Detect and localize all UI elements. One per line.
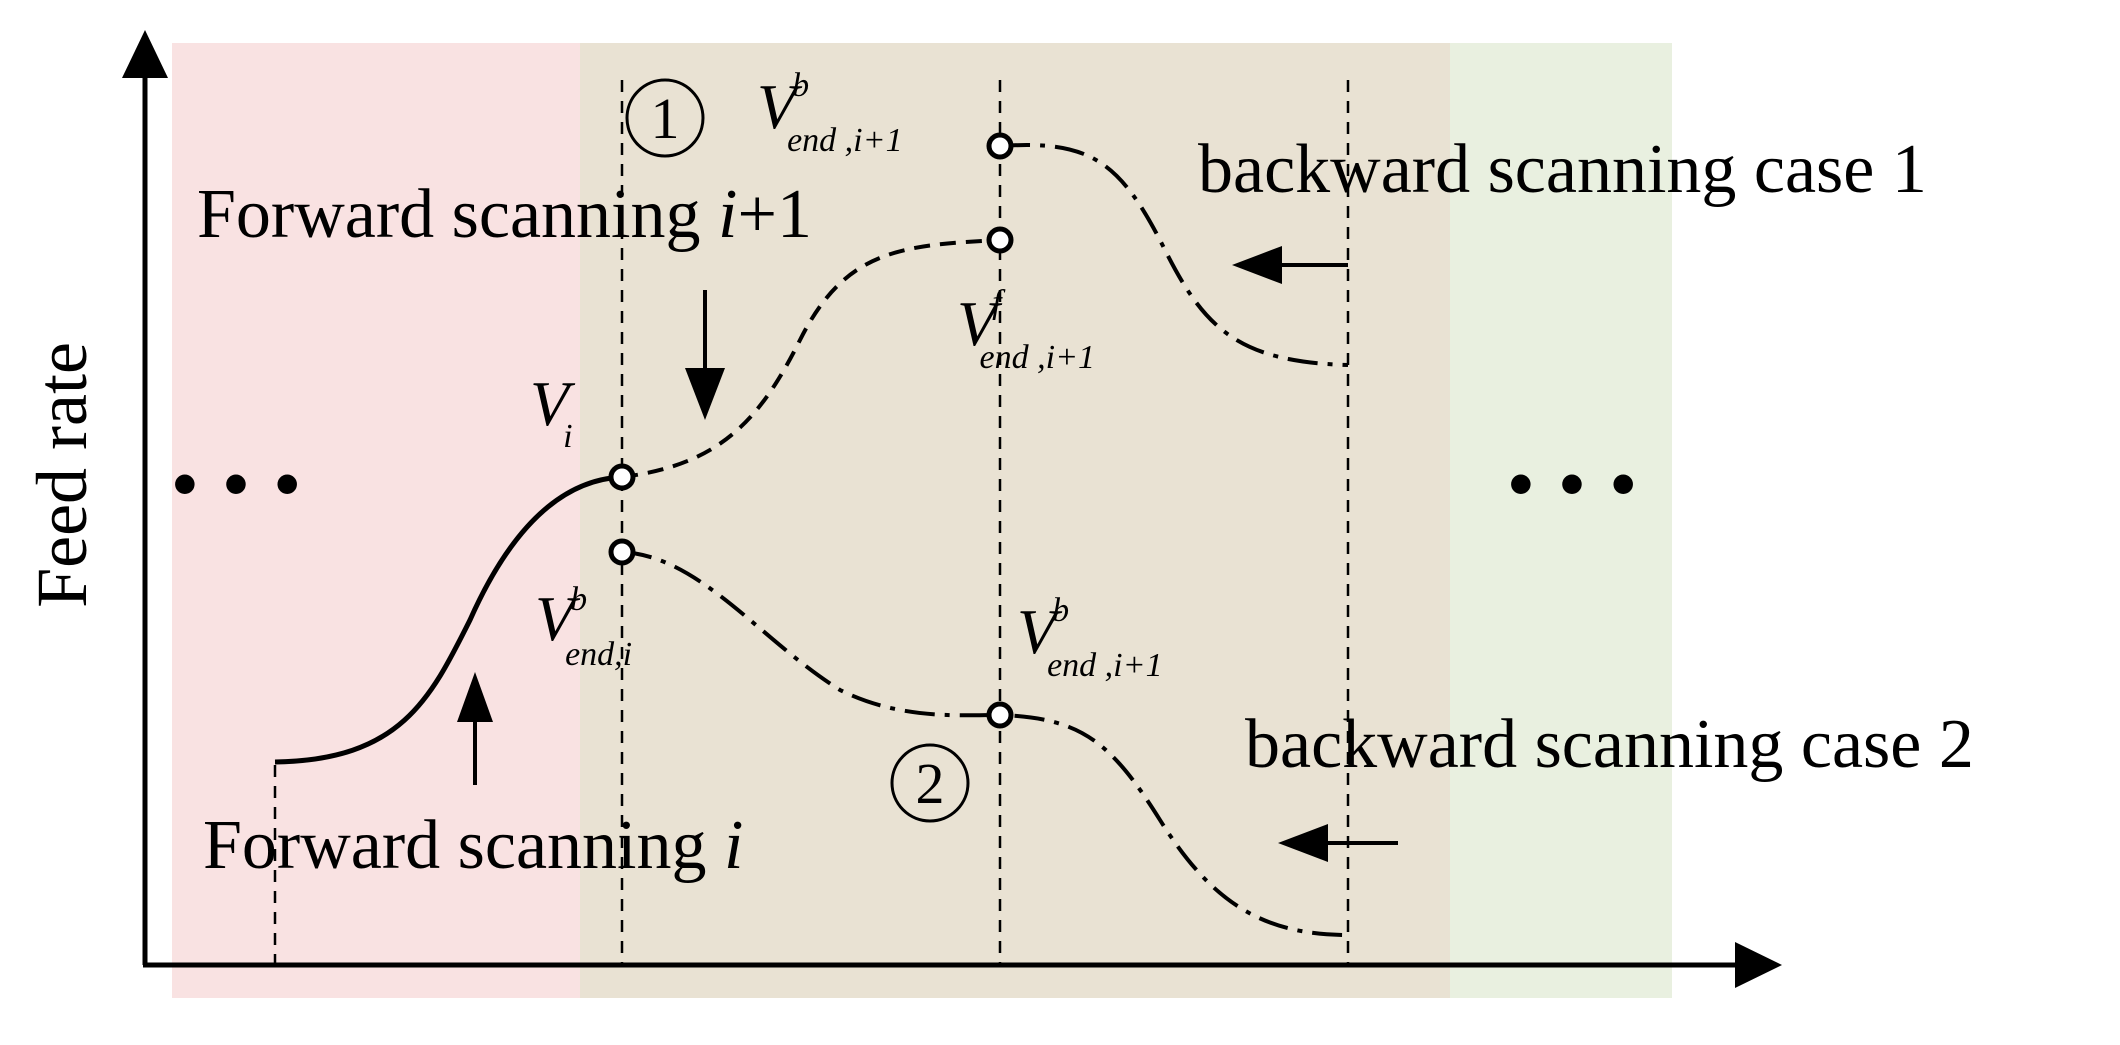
circle-marker-2-label: 2 — [916, 751, 945, 816]
backward-case1-curve — [999, 143, 1349, 367]
x-axis-arrowhead — [1735, 942, 1782, 988]
point-v-f-end-i1 — [986, 226, 1014, 254]
ellipsis-left: • • • — [172, 444, 304, 524]
point-v-b-end-i1-top — [986, 132, 1014, 160]
forward-scanning-i-label: Forward scanning i — [203, 807, 743, 884]
y-axis-label: Feed rate — [22, 342, 102, 608]
backward-case2-arrowhead — [1278, 824, 1328, 862]
y-axis-arrowhead — [122, 30, 168, 78]
circle-marker-1-label: 1 — [651, 86, 680, 151]
ellipsis-right: • • • — [1508, 444, 1640, 524]
forward-i1-arrowhead — [685, 368, 725, 420]
forward-scanning-i1-label: Forward scanning i+1 — [197, 176, 812, 253]
backward-case2-label: backward scanning case 2 — [1245, 706, 1974, 783]
point-v-b-end-i1-mid — [986, 701, 1014, 729]
region-left — [172, 43, 580, 998]
circle-marker-1 — [625, 78, 705, 158]
backward-case1-arrowhead — [1232, 246, 1282, 284]
label-v-i: Vi — [530, 368, 576, 455]
forward-scanning-i-curve — [274, 474, 623, 765]
point-markers — [608, 132, 1014, 729]
point-v-b-end-i — [608, 538, 636, 566]
backward-case1-label: backward scanning case 1 — [1198, 131, 1927, 208]
region-right — [1450, 43, 1672, 998]
forward-scanning-i1-curve — [621, 238, 1001, 479]
circle-marker-2 — [890, 743, 970, 823]
point-v-i — [608, 463, 636, 491]
forward-i-arrowhead — [457, 672, 493, 722]
